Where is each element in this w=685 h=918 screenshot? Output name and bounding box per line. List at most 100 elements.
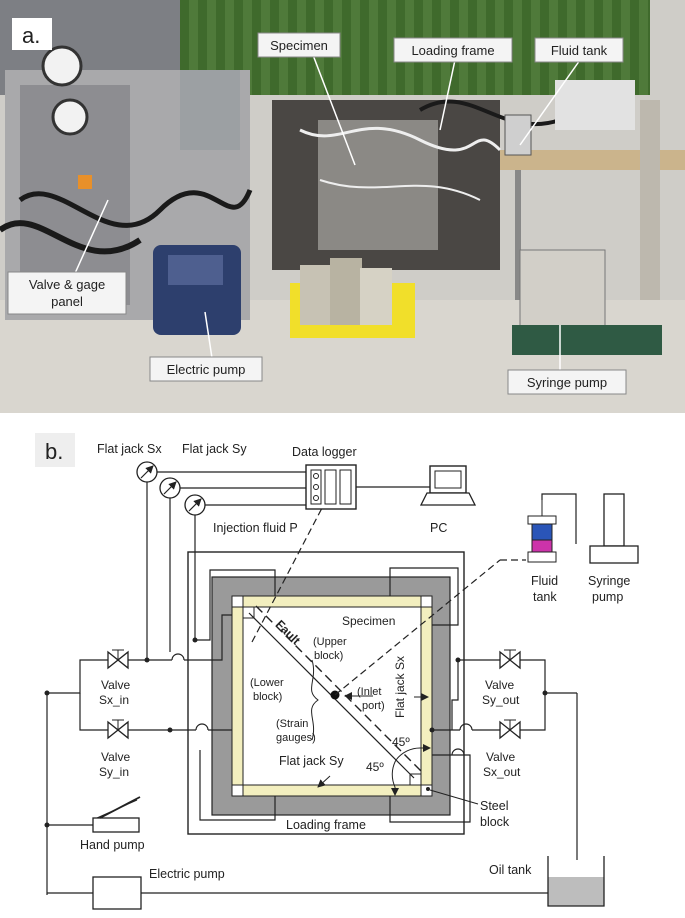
junction-dots <box>44 637 548 828</box>
label-valve-sx-out-line2: Sx_out <box>483 765 521 779</box>
label-inlet-port-line1: (Inlet <box>357 686 381 698</box>
label-electric-pump: Electric pump <box>149 867 225 881</box>
label-valve-sy-in-line1: Valve <box>101 750 130 764</box>
logger-dashed-line <box>251 507 323 643</box>
label-flat-jack-sx-top: Flat jack Sx <box>97 442 162 456</box>
syringe-pump-icon <box>589 493 639 564</box>
label-flat-jack-sy-bottom: Flat jack Sy <box>279 754 344 768</box>
callout-specimen-box <box>257 32 341 58</box>
corner-bl <box>231 784 244 797</box>
hydraulic-lines-right <box>389 567 578 860</box>
hoses-left <box>18 189 253 228</box>
lab-photo: a. Specimen Loading frame Fluid tank Val… <box>0 0 685 413</box>
data-logger-slot-3 <box>339 469 352 505</box>
hydraulic-lines-left <box>46 482 565 895</box>
schematic-diagram: b. <box>35 433 639 910</box>
data-logger-slot-1 <box>310 469 322 505</box>
data-logger-slot-2 <box>324 469 337 505</box>
label-loading-frame: Loading frame <box>286 818 366 832</box>
label-flat-jack-sx-side: Flat jack Sx <box>393 656 407 718</box>
steel-block-dot <box>426 787 430 791</box>
callout-specimen: Specimen <box>270 38 328 53</box>
valve-sy-out-icon <box>499 649 521 670</box>
corner-tr <box>420 595 433 608</box>
green-cart <box>512 325 662 355</box>
label-strain-gauges-line1: (Strain <box>276 718 308 730</box>
label-steel-block-line1: Steel <box>480 799 509 813</box>
container-1 <box>300 265 332 325</box>
fault-dashed-line <box>255 605 422 772</box>
callout-valve-panel-line2: panel <box>51 294 83 309</box>
rack-box <box>180 70 240 150</box>
angle-arc-2 <box>391 759 397 788</box>
logger-led-2 <box>313 484 319 490</box>
callout-electric-pump-box <box>149 356 263 382</box>
label-fluid-tank-line1: Fluid <box>531 574 558 588</box>
label-valve-sx-in-line1: Valve <box>101 678 130 692</box>
corner-tl <box>231 595 244 608</box>
panel-a-label: a. <box>22 23 40 48</box>
specimen-wires-2 <box>319 179 481 201</box>
label-steel-block-line2: block <box>480 815 510 829</box>
valve-sx-out-icon <box>499 719 521 740</box>
label-hand-pump: Hand pump <box>80 838 145 852</box>
label-pc: PC <box>430 521 447 535</box>
label-fluid-tank-line2: tank <box>533 590 557 604</box>
inlet-dashed-line <box>334 559 501 696</box>
panel-b-label-box <box>35 433 75 467</box>
logger-led-1 <box>313 473 319 479</box>
container-2 <box>330 258 362 325</box>
table-top <box>500 150 685 170</box>
label-angle-1: 45º <box>392 735 410 749</box>
hoses-left-2 <box>0 220 142 255</box>
syringe-column <box>640 100 660 300</box>
label-lower-block-line1: (Lower <box>250 677 284 689</box>
label-syringe-pump-line1: Syringe <box>588 574 630 588</box>
loading-frame-outline <box>187 551 465 835</box>
gauge-flat-jack-sx <box>136 461 158 483</box>
fluid-tank-icon <box>527 500 557 563</box>
electric-pump-top <box>168 255 223 285</box>
panel-b-label: b. <box>45 439 63 464</box>
pressure-gauge-2 <box>51 98 89 136</box>
callout-syringe-pump-box <box>507 369 627 395</box>
callout-fluid-tank: Fluid tank <box>551 43 608 58</box>
gauge-injection-fluid <box>184 494 206 516</box>
label-specimen: Specimen <box>342 614 395 628</box>
pressure-gauge-1 <box>41 45 83 87</box>
hand-pump-icon <box>92 796 141 833</box>
frame-hoses <box>418 99 561 127</box>
pc-icon <box>419 465 477 506</box>
callout-loading-frame-box <box>393 37 513 63</box>
label-oil-tank: Oil tank <box>489 863 532 877</box>
label-angle-2: 45º <box>366 760 384 774</box>
photo-panel: a. Specimen Loading frame Fluid tank Val… <box>0 0 685 413</box>
callout-syringe-pump: Syringe pump <box>527 375 607 390</box>
label-valve-sx-out-line1: Valve <box>486 750 515 764</box>
schematic-panel: b. <box>0 413 685 913</box>
label-injection-fluid-p: Injection fluid P <box>213 521 298 535</box>
electric-pump-icon <box>92 876 142 910</box>
label-strain-gauges-line2: gauges) <box>276 732 316 744</box>
label-valve-sx-in-line2: Sx_in <box>99 693 129 707</box>
callout-fluid-tank-box <box>534 37 624 63</box>
label-lower-block-line2: block) <box>253 691 282 703</box>
panel-a-label-box <box>12 18 52 50</box>
container-3 <box>360 268 392 325</box>
valve-sy-in-icon <box>107 719 129 740</box>
callout-valve-panel-box <box>7 271 127 315</box>
photo-leader-lines <box>71 54 581 370</box>
valve-sx-in-icon <box>107 649 129 670</box>
angle-arc-1 <box>395 747 422 761</box>
gauge-signal-lines <box>157 471 306 506</box>
label-valve-sy-out-line2: Sy_out <box>482 693 520 707</box>
strain-gauge-brace <box>311 659 319 741</box>
syringe-pump-photo <box>519 249 606 336</box>
label-data-logger: Data logger <box>292 445 357 459</box>
orange-valve <box>78 175 92 189</box>
gauge-flat-jack-sy <box>159 477 181 499</box>
label-valve-sy-out-line1: Valve <box>485 678 514 692</box>
logger-led-3 <box>313 495 319 501</box>
label-inlet-port-line2: port) <box>362 700 385 712</box>
steel-block-br <box>409 773 422 786</box>
